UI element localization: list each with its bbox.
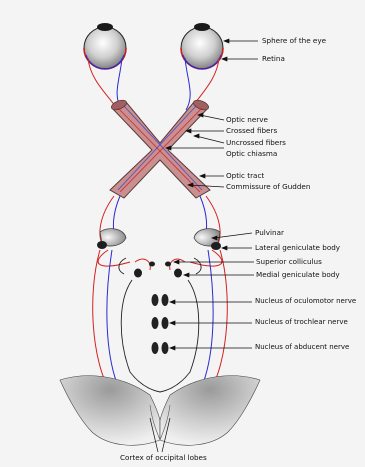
- label-nucleus-of-abducent-nerve: Nucleus of abducent nerve: [255, 344, 349, 351]
- superior-colliculus-right: [165, 262, 171, 267]
- label-pulvinar: Pulvinar: [255, 229, 284, 236]
- label-retina: Retina: [262, 55, 285, 62]
- left-eye: [84, 23, 126, 69]
- label-optic-chiasma: Optic chiasma: [226, 150, 277, 157]
- brainstem-outline: [119, 258, 201, 392]
- medial-geniculate-right: [174, 269, 182, 278]
- label-superior-colliculus: Superior colliculus: [256, 258, 322, 265]
- label-sphere-of-the-eye: Sphere of the eye: [262, 37, 326, 44]
- right-eye: [181, 23, 223, 69]
- occipital-cortex: [60, 376, 260, 446]
- label-optic-nerve: Optic nerve: [226, 116, 268, 123]
- label-optic-tract: Optic tract: [226, 172, 264, 179]
- superior-colliculus-left: [149, 262, 155, 267]
- oculomotor-nuclei: [152, 294, 169, 306]
- lateral-geniculate-left: [97, 241, 107, 249]
- trochlear-nuclei: [152, 317, 169, 329]
- label-medial-geniculate-body: Medial geniculate body: [256, 271, 340, 278]
- label-uncrossed-fibers: Uncrossed fibers: [226, 139, 286, 146]
- label-crossed-fibers: Crossed fibers: [226, 127, 277, 134]
- label-nucleus-of-trochlear-nerve: Nucleus of trochlear nerve: [255, 319, 348, 326]
- label-cortex-of-occipital-lobes: Cortex of occipital lobes: [120, 454, 207, 461]
- medial-geniculate-left: [134, 269, 142, 278]
- abducent-nuclei: [152, 342, 169, 354]
- label-commissure-of-gudden: Commissure of Gudden: [226, 183, 310, 190]
- label-lateral-geniculate-body: Lateral geniculate body: [255, 244, 340, 251]
- lateral-geniculate-right: [211, 242, 221, 250]
- label-nucleus-of-oculomotor-nerve: Nucleus of oculomotor nerve: [255, 298, 356, 305]
